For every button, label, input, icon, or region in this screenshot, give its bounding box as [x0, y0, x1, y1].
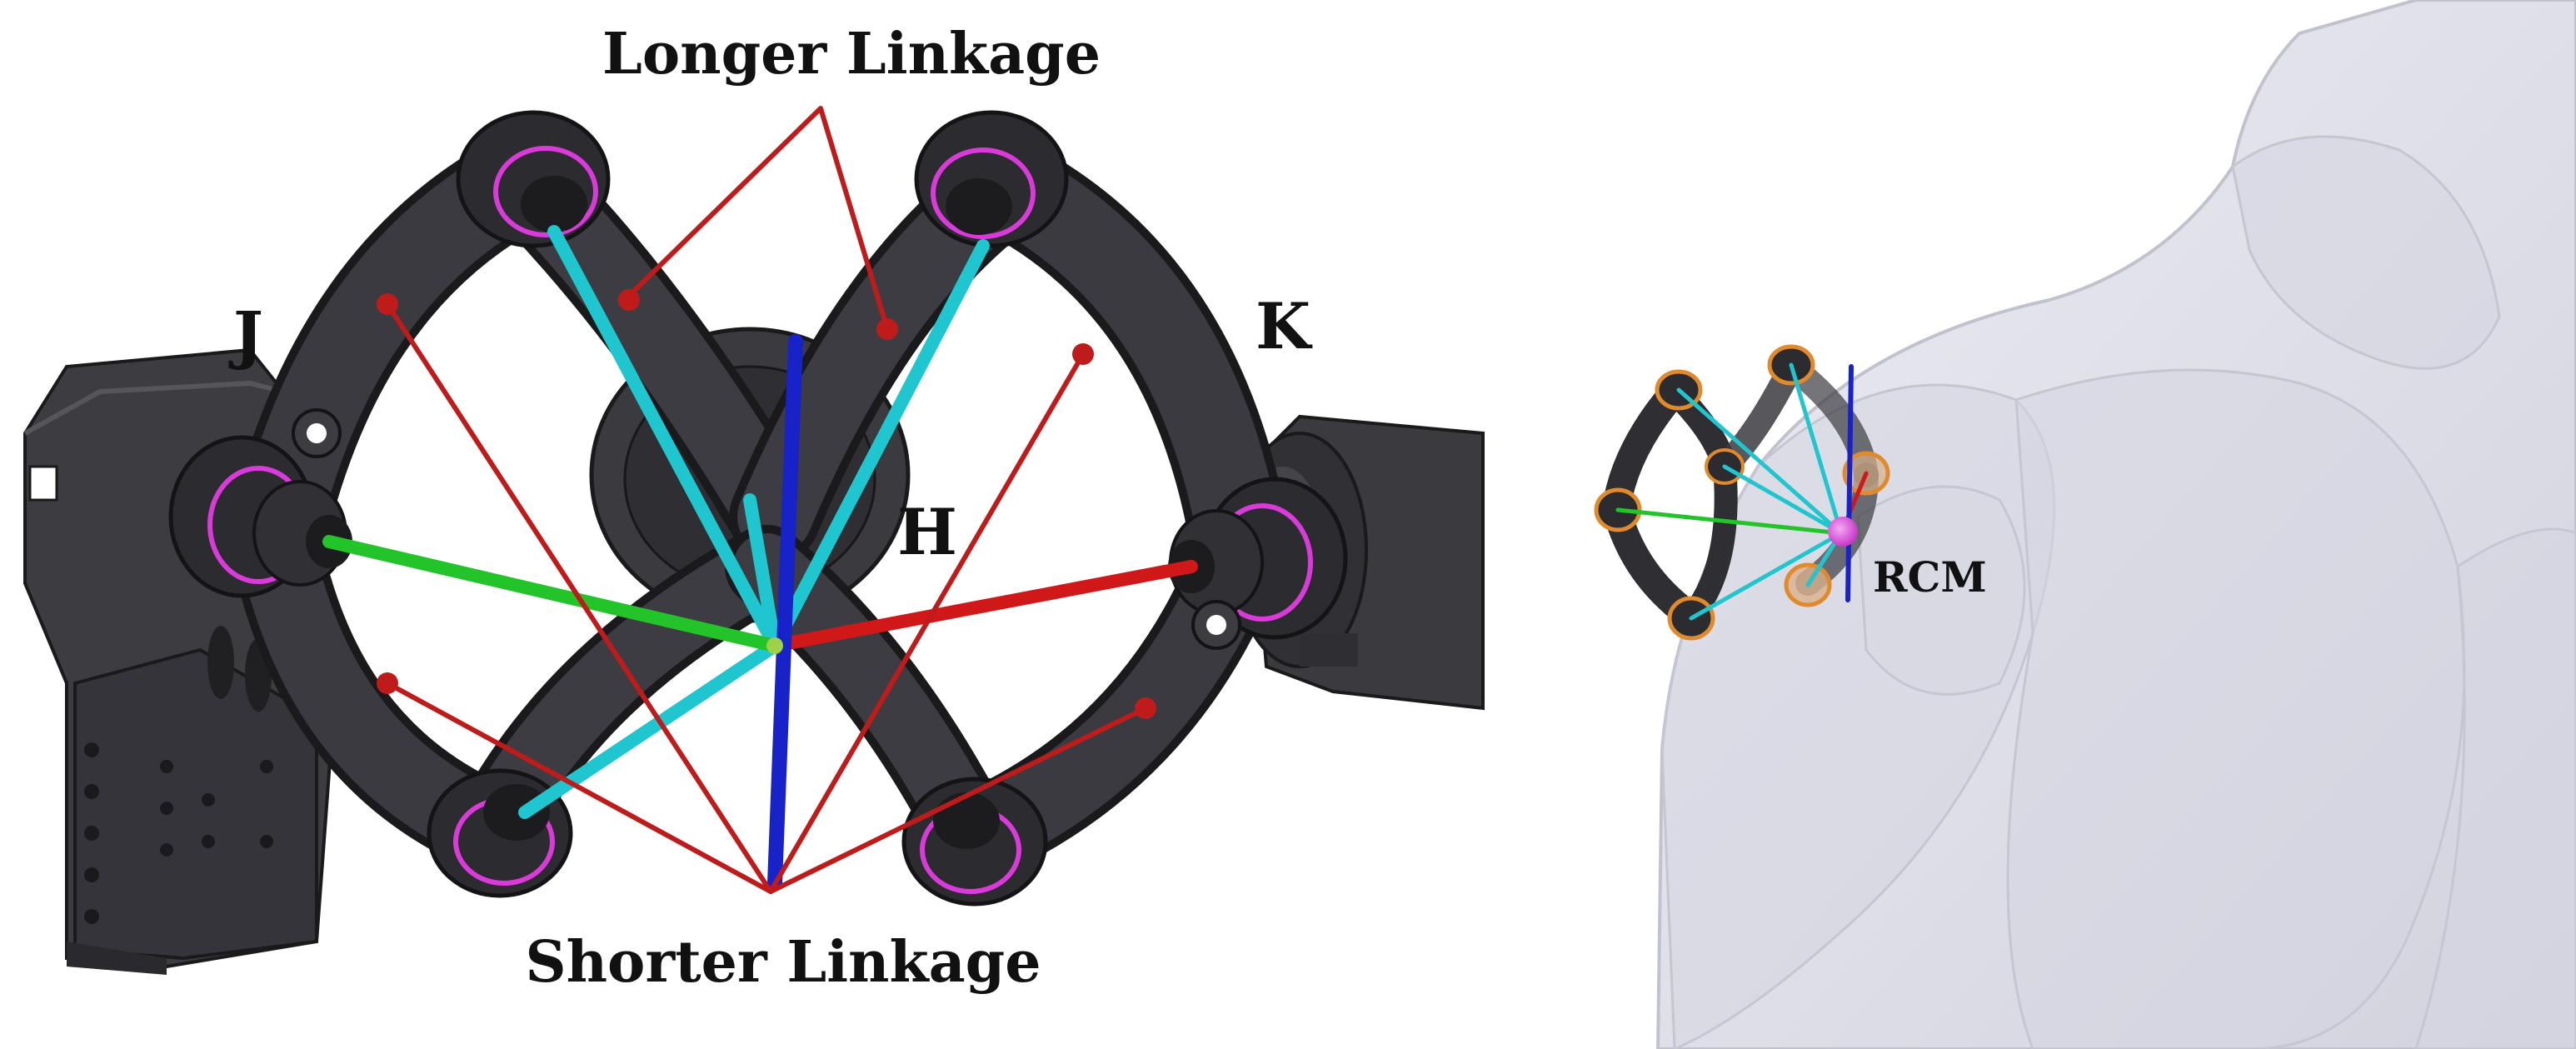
bearing-top-right: [914, 110, 1069, 248]
bearing-joint-k: [1168, 477, 1348, 640]
mechanism-view: Longer Linkage Shorter Linkage J K H: [23, 21, 1485, 996]
cyan-rod-bottom-left: [518, 639, 781, 819]
rcm-point: [1828, 517, 1858, 547]
label-rcm: RCM: [1873, 552, 1987, 602]
kinematic-rods: [322, 225, 1198, 891]
mini-mechanism: [1594, 344, 1890, 641]
cyan-rod-center: [743, 493, 781, 652]
leader-shorter-4: [768, 706, 1148, 894]
bearing-bottom-left: [427, 768, 573, 898]
torso-shading: [1660, 135, 2576, 1049]
red-rod-joint-k: [768, 560, 1198, 652]
label-shorter-linkage: Shorter Linkage: [526, 929, 1041, 996]
leader-longer-linkage: [627, 106, 890, 332]
label-joint-h: H: [897, 495, 957, 569]
leader-lines: [385, 106, 1148, 894]
label-longer-linkage: Longer Linkage: [602, 21, 1101, 87]
green-rod-joint-j: [322, 535, 781, 652]
torso-view: RCM: [1594, 0, 2576, 1049]
leader-shorter-2: [385, 681, 773, 894]
blue-axis: [767, 334, 803, 891]
bearing-top-left: [456, 110, 611, 248]
pivot-hole-left-inner: [307, 423, 327, 443]
linkage-arcs: [225, 133, 1291, 879]
label-joint-k: K: [1256, 289, 1313, 363]
center-point-h: [766, 637, 783, 654]
housing-holes: [84, 742, 273, 924]
leader-dots: [377, 289, 1156, 719]
bearing-bottom-right: [901, 777, 1048, 907]
pivot-hole-right-inner: [1206, 615, 1226, 635]
cyan-rod-top-left: [547, 225, 781, 652]
bearing-joint-j: [168, 435, 352, 598]
label-joint-j: J: [228, 297, 263, 372]
leader-shorter-1: [385, 302, 773, 894]
cyan-rod-top-right: [768, 239, 990, 652]
leader-shorter-3: [768, 352, 1086, 894]
